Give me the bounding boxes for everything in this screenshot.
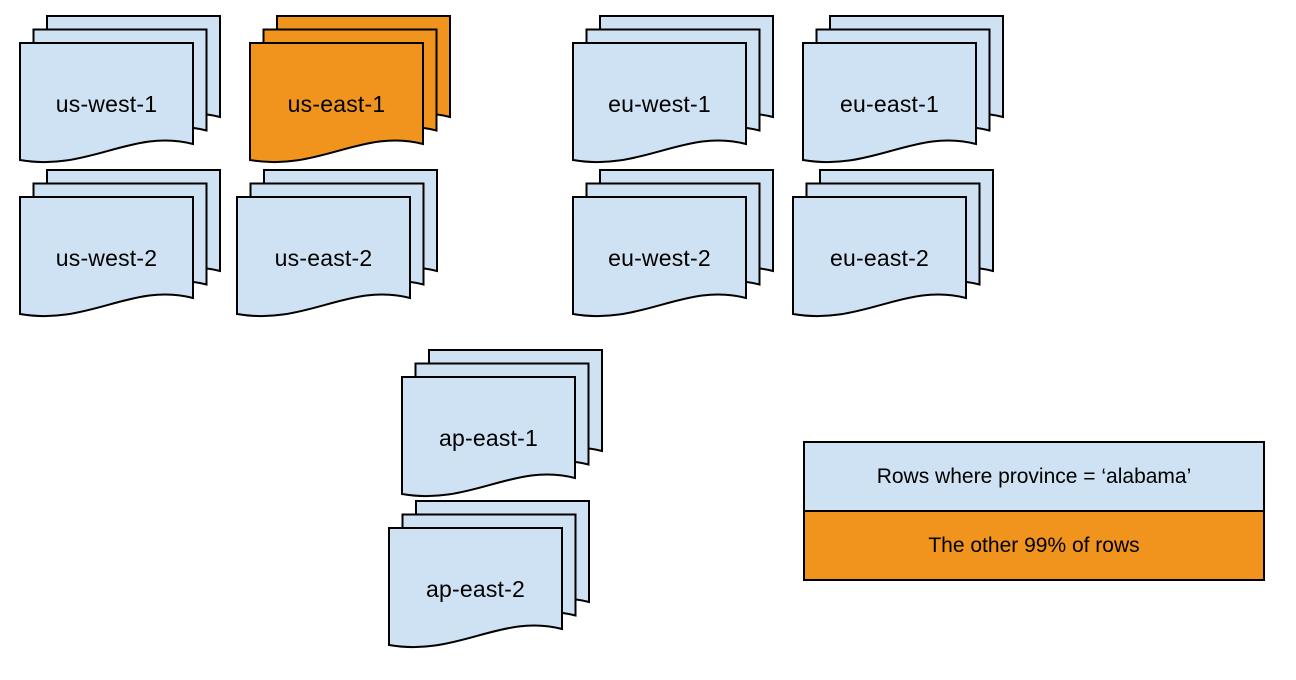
legend-item-label: The other 99% of rows	[928, 533, 1140, 557]
legend-item-other-rows: The other 99% of rows	[805, 510, 1263, 579]
region-stack-eu-west-2: eu-west-2	[572, 169, 774, 319]
document-stack-icon	[19, 15, 221, 164]
region-stack-us-west-2: us-west-2	[19, 169, 221, 319]
region-stack-us-east-1: us-east-1	[249, 15, 451, 165]
region-stack-us-west-1: us-west-1	[19, 15, 221, 165]
document-stack-icon	[19, 169, 221, 318]
document-page-front	[19, 196, 194, 318]
document-stack-icon	[572, 169, 774, 318]
document-page-front	[388, 527, 563, 649]
region-stack-ap-east-1: ap-east-1	[401, 349, 603, 499]
document-page-front	[572, 196, 747, 318]
legend-item-alabama-rows: Rows where province = ‘alabama’	[805, 443, 1263, 510]
document-stack-icon	[792, 169, 994, 318]
document-page-front	[19, 42, 194, 164]
document-page-front	[401, 376, 576, 498]
document-stack-icon	[249, 15, 451, 164]
document-stack-icon	[572, 15, 774, 164]
document-stack-icon	[388, 500, 590, 649]
document-page-front	[236, 196, 411, 318]
region-stack-us-east-2: us-east-2	[236, 169, 438, 319]
document-stack-icon	[401, 349, 603, 498]
region-stack-eu-east-1: eu-east-1	[802, 15, 1004, 165]
document-page-front	[792, 196, 967, 318]
document-page-front	[802, 42, 977, 164]
document-stack-icon	[236, 169, 438, 318]
region-stack-ap-east-2: ap-east-2	[388, 500, 590, 650]
region-stack-eu-east-2: eu-east-2	[792, 169, 994, 319]
legend-item-label: Rows where province = ‘alabama’	[876, 464, 1192, 488]
legend: Rows where province = ‘alabama’ The othe…	[803, 441, 1265, 581]
region-stack-eu-west-1: eu-west-1	[572, 15, 774, 165]
document-page-front	[572, 42, 747, 164]
document-stack-icon	[802, 15, 1004, 164]
document-page-front	[249, 42, 424, 164]
